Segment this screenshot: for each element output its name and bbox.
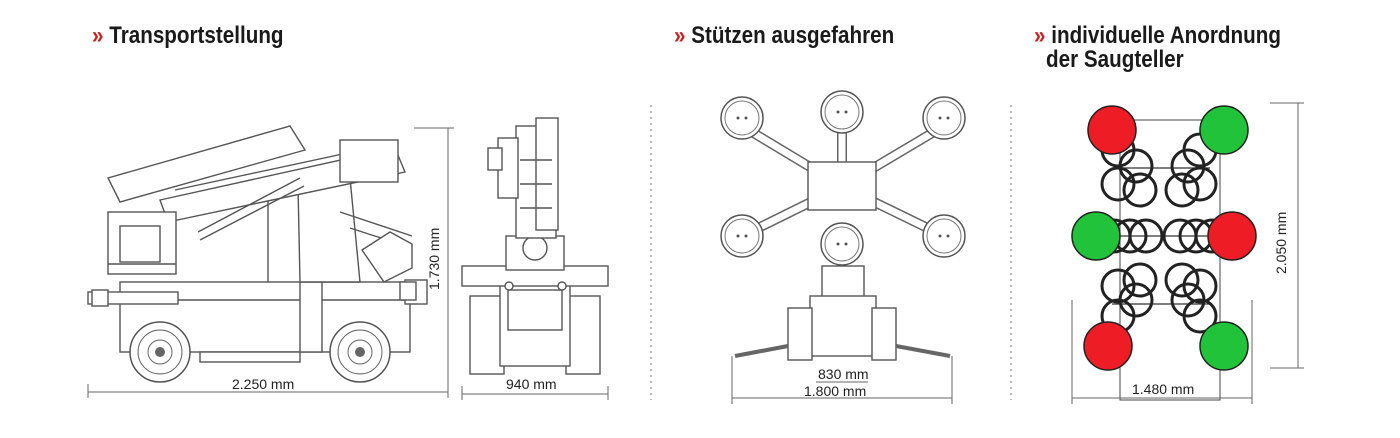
suction-cup-middle-left [1071,211,1121,261]
heading-text: Transportstellung [109,22,284,49]
dimension-lines-front [461,386,609,400]
dimension-label-outer-width: 1.800 mm [804,383,867,399]
dimension-label-length: 2.250 mm [232,376,295,392]
heading-text-line2: der Saugteller [1046,46,1184,73]
heading-text: Stützen ausgefahren [691,22,895,49]
suction-pad [820,222,864,266]
suction-pad [820,90,864,134]
suction-cups [1071,105,1257,371]
heading-individuelle-anordnung: » individuelle Anordnung der Saugteller [1034,24,1281,72]
heading-marker: » [674,22,686,49]
dimension-lines-top [731,356,953,404]
suction-pad [922,214,966,258]
dimension-label-inner-width: 830 mm [818,366,869,382]
suction-pad [720,96,764,140]
suction-cup-bottom-right [1199,321,1249,371]
dimension-lines-arrangement [1071,102,1304,404]
suction-cup-middle-right [1207,211,1257,261]
heading-transportstellung: » Transportstellung [92,24,284,48]
dimension-lines-side [87,127,454,398]
heading-marker: » [92,22,104,49]
heading-stuetzen-ausgefahren: » Stützen ausgefahren [674,24,894,48]
suction-pad [720,214,764,258]
suction-cup-top-right [1199,105,1249,155]
heading-text-line1: individuelle Anordnung [1051,22,1281,49]
heading-marker: » [1034,22,1046,49]
dimension-label-height: 1.730 mm [426,227,442,290]
suction-cup-top-left [1087,105,1137,155]
suction-pad [922,96,966,140]
dimension-label-arrangement-height: 2.050 mm [1273,211,1289,274]
wheel-rear [329,321,391,383]
dimension-label-arrangement-width: 1.480 mm [1132,381,1195,397]
machine-front-view [461,117,609,375]
wheel-front [129,321,191,383]
dimension-label-front-width: 940 mm [506,376,557,392]
suction-cup-bottom-left [1083,321,1133,371]
